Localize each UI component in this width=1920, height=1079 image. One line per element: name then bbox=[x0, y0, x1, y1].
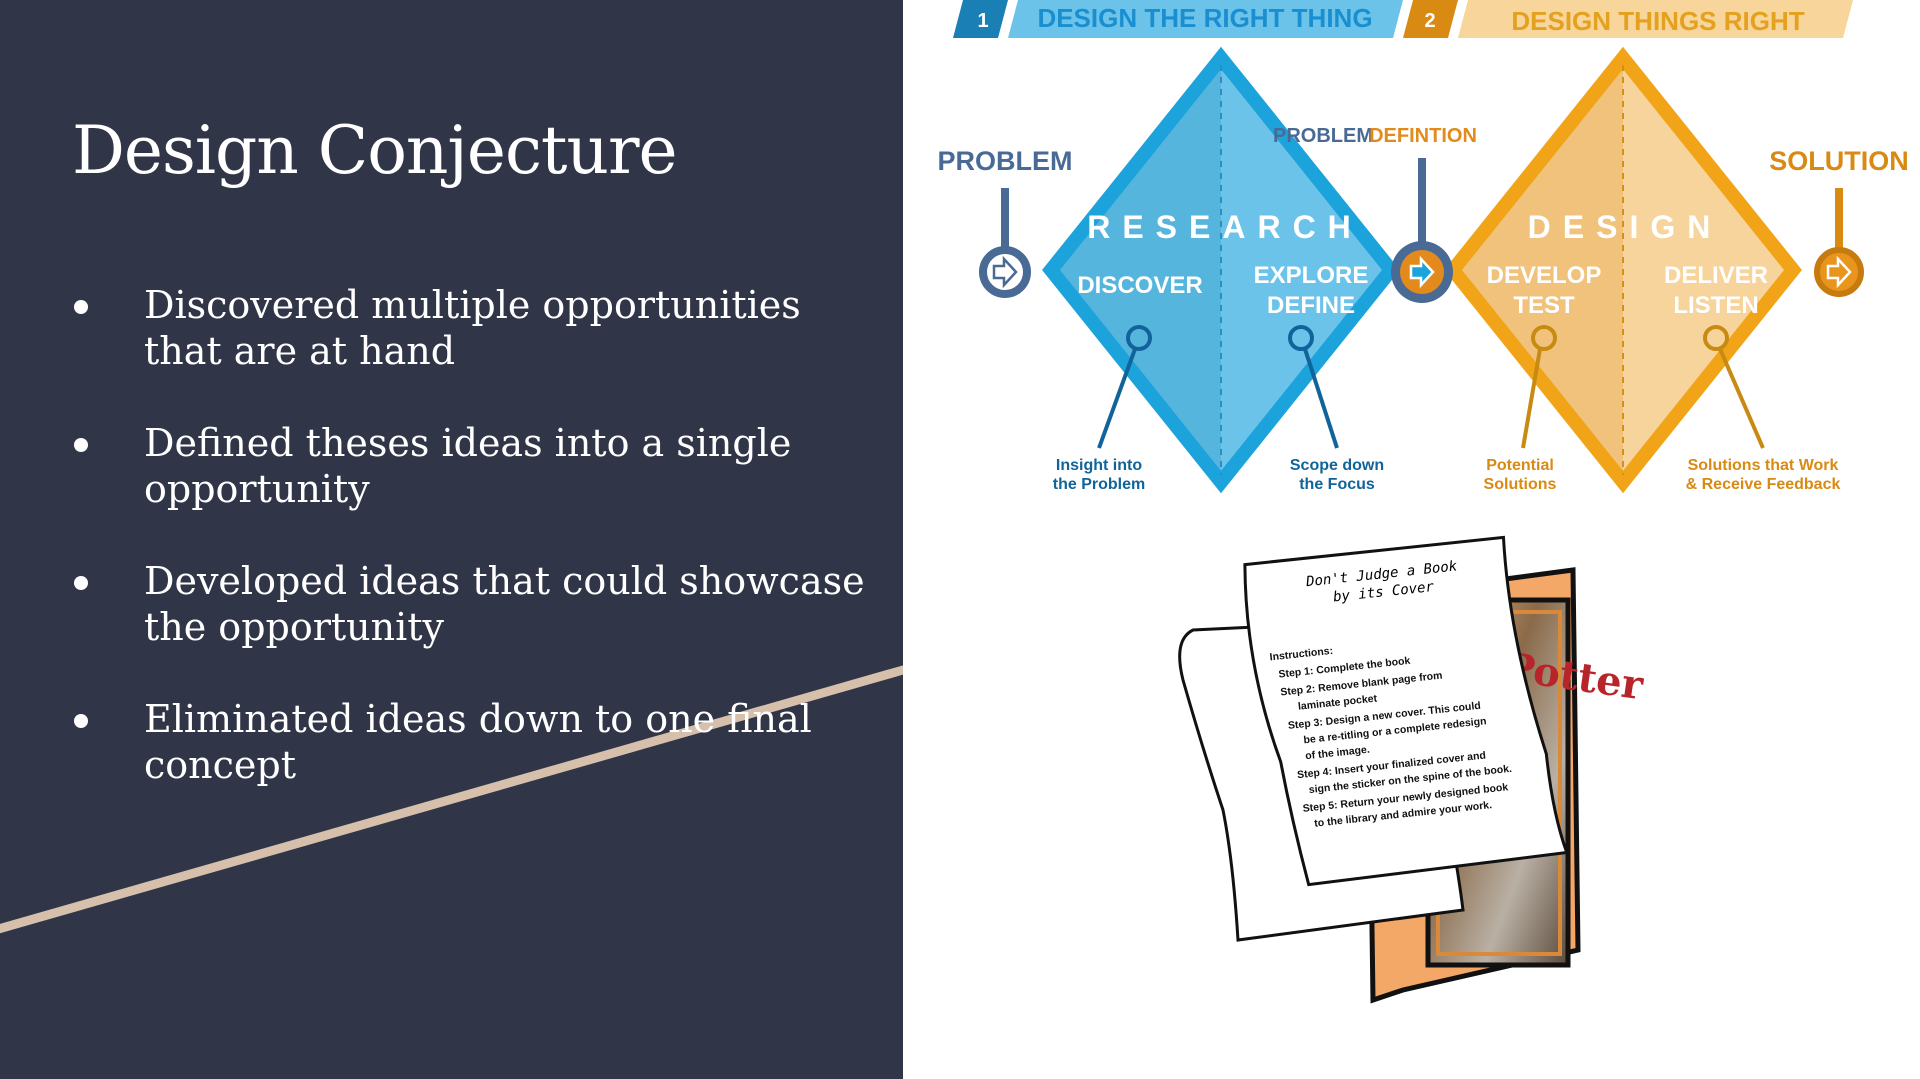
problem-definition-label-a: PROBLEM bbox=[1273, 125, 1373, 147]
phase1-number-banner bbox=[953, 0, 1008, 38]
phase2-banner bbox=[1458, 0, 1853, 38]
phase1-label: DESIGN THE RIGHT THING bbox=[1037, 3, 1372, 33]
scope-line1: Scope down bbox=[1290, 457, 1384, 474]
discover-label: DISCOVER bbox=[1077, 272, 1202, 299]
bullet-text: Discovered multiple opportunities that a… bbox=[144, 283, 801, 373]
potential-line1: Potential bbox=[1486, 457, 1554, 474]
bullet-list: Discovered multiple opportunities that a… bbox=[70, 282, 870, 834]
phase2-number: 2 bbox=[1424, 10, 1435, 32]
problem-definition-arrow-icon bbox=[1391, 241, 1453, 303]
insight-line1: Insight into bbox=[1056, 457, 1142, 474]
problem-arrow-icon bbox=[979, 246, 1031, 298]
solutions-callout bbox=[1703, 325, 1765, 449]
explore-label: EXPLORE bbox=[1254, 262, 1369, 289]
deliver-label: DELIVER bbox=[1664, 262, 1768, 289]
scope-line2: the Focus bbox=[1299, 476, 1375, 493]
solution-label: SOLUTION bbox=[1769, 146, 1909, 176]
bullet-dot-icon bbox=[74, 300, 88, 314]
diagonal-divider-line bbox=[0, 665, 903, 934]
research-diamond-outline bbox=[1042, 46, 1400, 494]
insight-line2: the Problem bbox=[1053, 476, 1145, 493]
bullet-item: Developed ideas that could showcase the … bbox=[70, 558, 870, 650]
potential-callout bbox=[1521, 325, 1557, 449]
bullet-item: Eliminated ideas down to one final conce… bbox=[70, 696, 870, 788]
test-label: TEST bbox=[1513, 292, 1575, 319]
design-diamond-left bbox=[1453, 58, 1623, 482]
bullet-dot-icon bbox=[74, 576, 88, 590]
right-panel: 1 DESIGN THE RIGHT THING 2 DESIGN THINGS… bbox=[903, 0, 1920, 1079]
problem-definition-label-b: DEFINTION bbox=[1369, 125, 1477, 147]
bullet-dot-icon bbox=[74, 714, 88, 728]
phase1-banner bbox=[1008, 0, 1403, 38]
left-panel: Design Conjecture Discovered multiple op… bbox=[0, 0, 903, 1079]
develop-label: DEVELOP bbox=[1487, 262, 1602, 289]
design-title: DESIGN bbox=[1528, 209, 1723, 245]
solutions-line1: Solutions that Work bbox=[1688, 457, 1839, 474]
solution-arrow-icon bbox=[1814, 247, 1864, 297]
design-diamond-outline bbox=[1444, 46, 1802, 494]
instruction-sheet: Don't Judge a Book by its Cover Instruct… bbox=[1243, 535, 1569, 887]
define-label: DEFINE bbox=[1267, 292, 1355, 319]
research-title: RESEARCH bbox=[1087, 209, 1363, 245]
bullet-dot-icon bbox=[74, 438, 88, 452]
scope-callout bbox=[1288, 325, 1339, 449]
bullet-item: Defined theses ideas into a single oppor… bbox=[70, 420, 870, 512]
problem-label: PROBLEM bbox=[938, 146, 1073, 176]
book-with-instructions-image: Potter Don't Judge a Book by its Cover I… bbox=[1178, 535, 1647, 1004]
phase2-number-banner bbox=[1403, 0, 1458, 38]
insight-callout bbox=[1097, 325, 1152, 449]
listen-label: LISTEN bbox=[1673, 292, 1758, 319]
potential-line2: Solutions bbox=[1484, 476, 1557, 493]
solutions-line2: & Receive Feedback bbox=[1686, 476, 1841, 493]
bullet-text: Defined theses ideas into a single oppor… bbox=[144, 421, 792, 511]
phase1-number: 1 bbox=[977, 10, 988, 32]
bullet-text: Eliminated ideas down to one final conce… bbox=[144, 697, 812, 787]
phase2-label: DESIGN THINGS RIGHT bbox=[1511, 6, 1804, 36]
bullet-item: Discovered multiple opportunities that a… bbox=[70, 282, 870, 374]
bullet-text: Developed ideas that could showcase the … bbox=[144, 559, 865, 649]
double-diamond-diagram: 1 DESIGN THE RIGHT THING 2 DESIGN THINGS… bbox=[938, 0, 1909, 494]
slide-title: Design Conjecture bbox=[72, 112, 678, 189]
research-diamond-left bbox=[1051, 58, 1221, 482]
